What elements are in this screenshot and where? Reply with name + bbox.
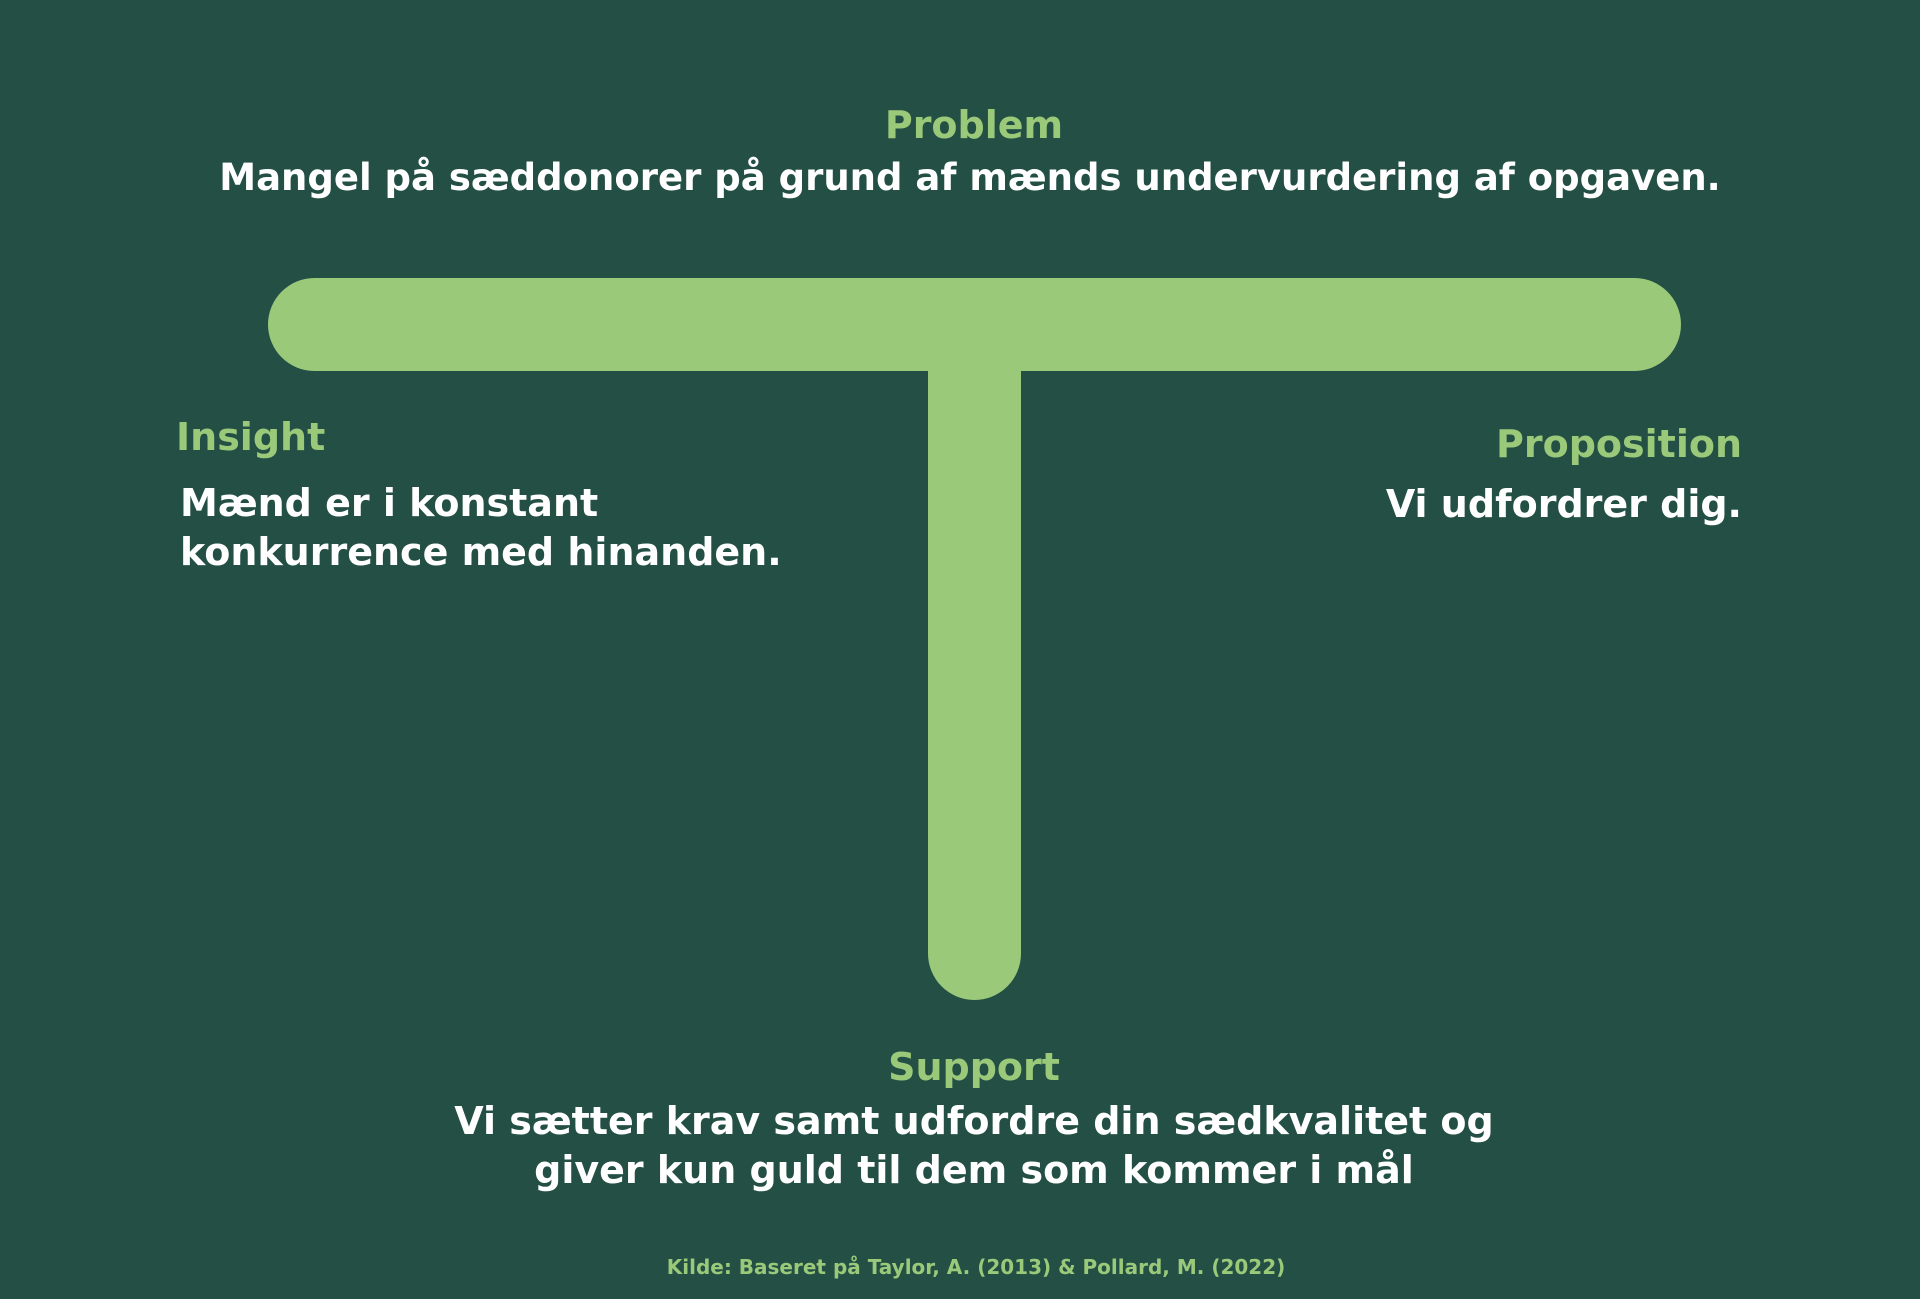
support-text-line: giver kun guld til dem som kommer i mål <box>534 1148 1414 1192</box>
insight-text: Mænd er i konstant konkurrence med hinan… <box>180 479 880 577</box>
t-shape-stem <box>928 300 1021 1000</box>
insight-text-line: konkurrence med hinanden. <box>180 530 782 574</box>
problem-text: Mangel på sæddonorer på grund af mænds u… <box>219 156 1721 199</box>
proposition-label: Proposition <box>1496 422 1742 466</box>
support-text: Vi sætter krav samt udfordre din sædkval… <box>0 1097 1920 1195</box>
source-citation: Kilde: Baseret på Taylor, A. (2013) & Po… <box>666 1255 1286 1279</box>
support-label: Support <box>888 1045 1060 1089</box>
support-text-line: Vi sætter krav samt udfordre din sædkval… <box>454 1099 1494 1143</box>
proposition-text: Vi udfordrer dig. <box>1385 482 1742 526</box>
insight-label: Insight <box>176 415 326 459</box>
problem-label: Problem <box>884 103 1064 147</box>
insight-text-line: Mænd er i konstant <box>180 481 599 525</box>
